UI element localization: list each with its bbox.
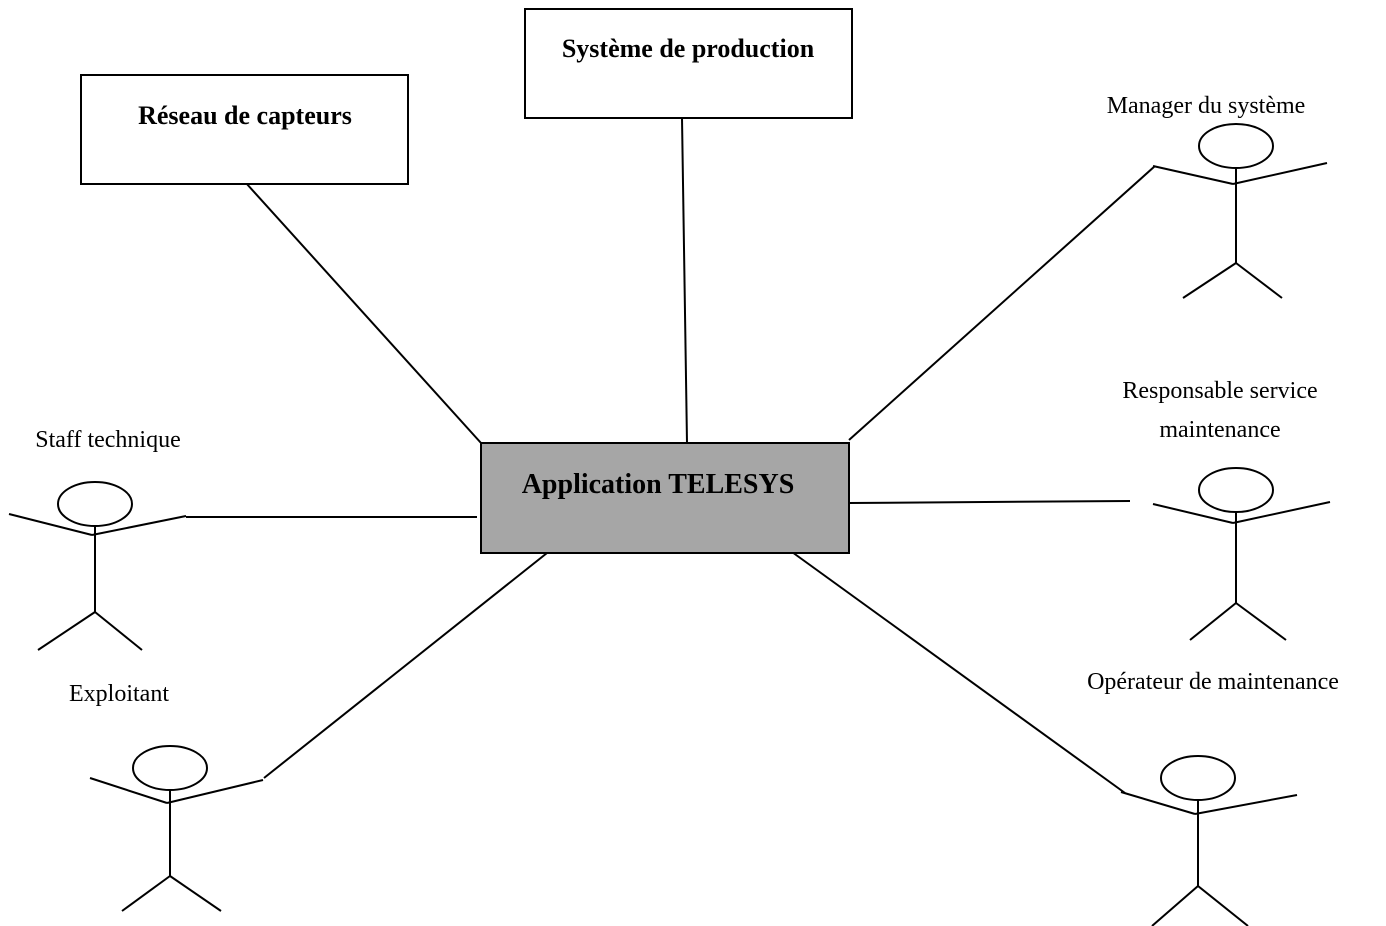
actor-operateur [1120, 755, 1298, 926]
actor-responsable [1152, 467, 1331, 641]
actor-label-operateur: Opérateur de maintenance [1087, 669, 1339, 695]
actor-label-staff: Staff technique [35, 427, 181, 453]
system-box-production: Système de production [524, 8, 853, 119]
actor-exploitant [89, 745, 264, 912]
system-label-reseau: Réseau de capteurs [138, 101, 352, 130]
actor-label-exploitant: Exploitant [69, 681, 169, 707]
actor-label-responsable-line2: maintenance [1159, 417, 1280, 443]
system-label-production: Système de production [562, 34, 815, 63]
actor-label-manager: Manager du système [1107, 93, 1306, 119]
connector-operateur [791, 551, 1126, 794]
system-box-reseau: Réseau de capteurs [80, 74, 409, 185]
actor-manager [1152, 123, 1328, 299]
actor-label-responsable-line1: Responsable service [1122, 378, 1317, 404]
application-rect [480, 442, 850, 554]
connector-responsable [848, 500, 1131, 504]
application-label: Application TELESYS [522, 469, 795, 500]
application-box: Application TELESYS [480, 442, 850, 554]
actor-staff [8, 481, 187, 651]
connector-manager [848, 165, 1156, 441]
connector-production [681, 117, 688, 444]
connector-reseau [245, 182, 482, 444]
connector-exploitant [263, 552, 548, 779]
